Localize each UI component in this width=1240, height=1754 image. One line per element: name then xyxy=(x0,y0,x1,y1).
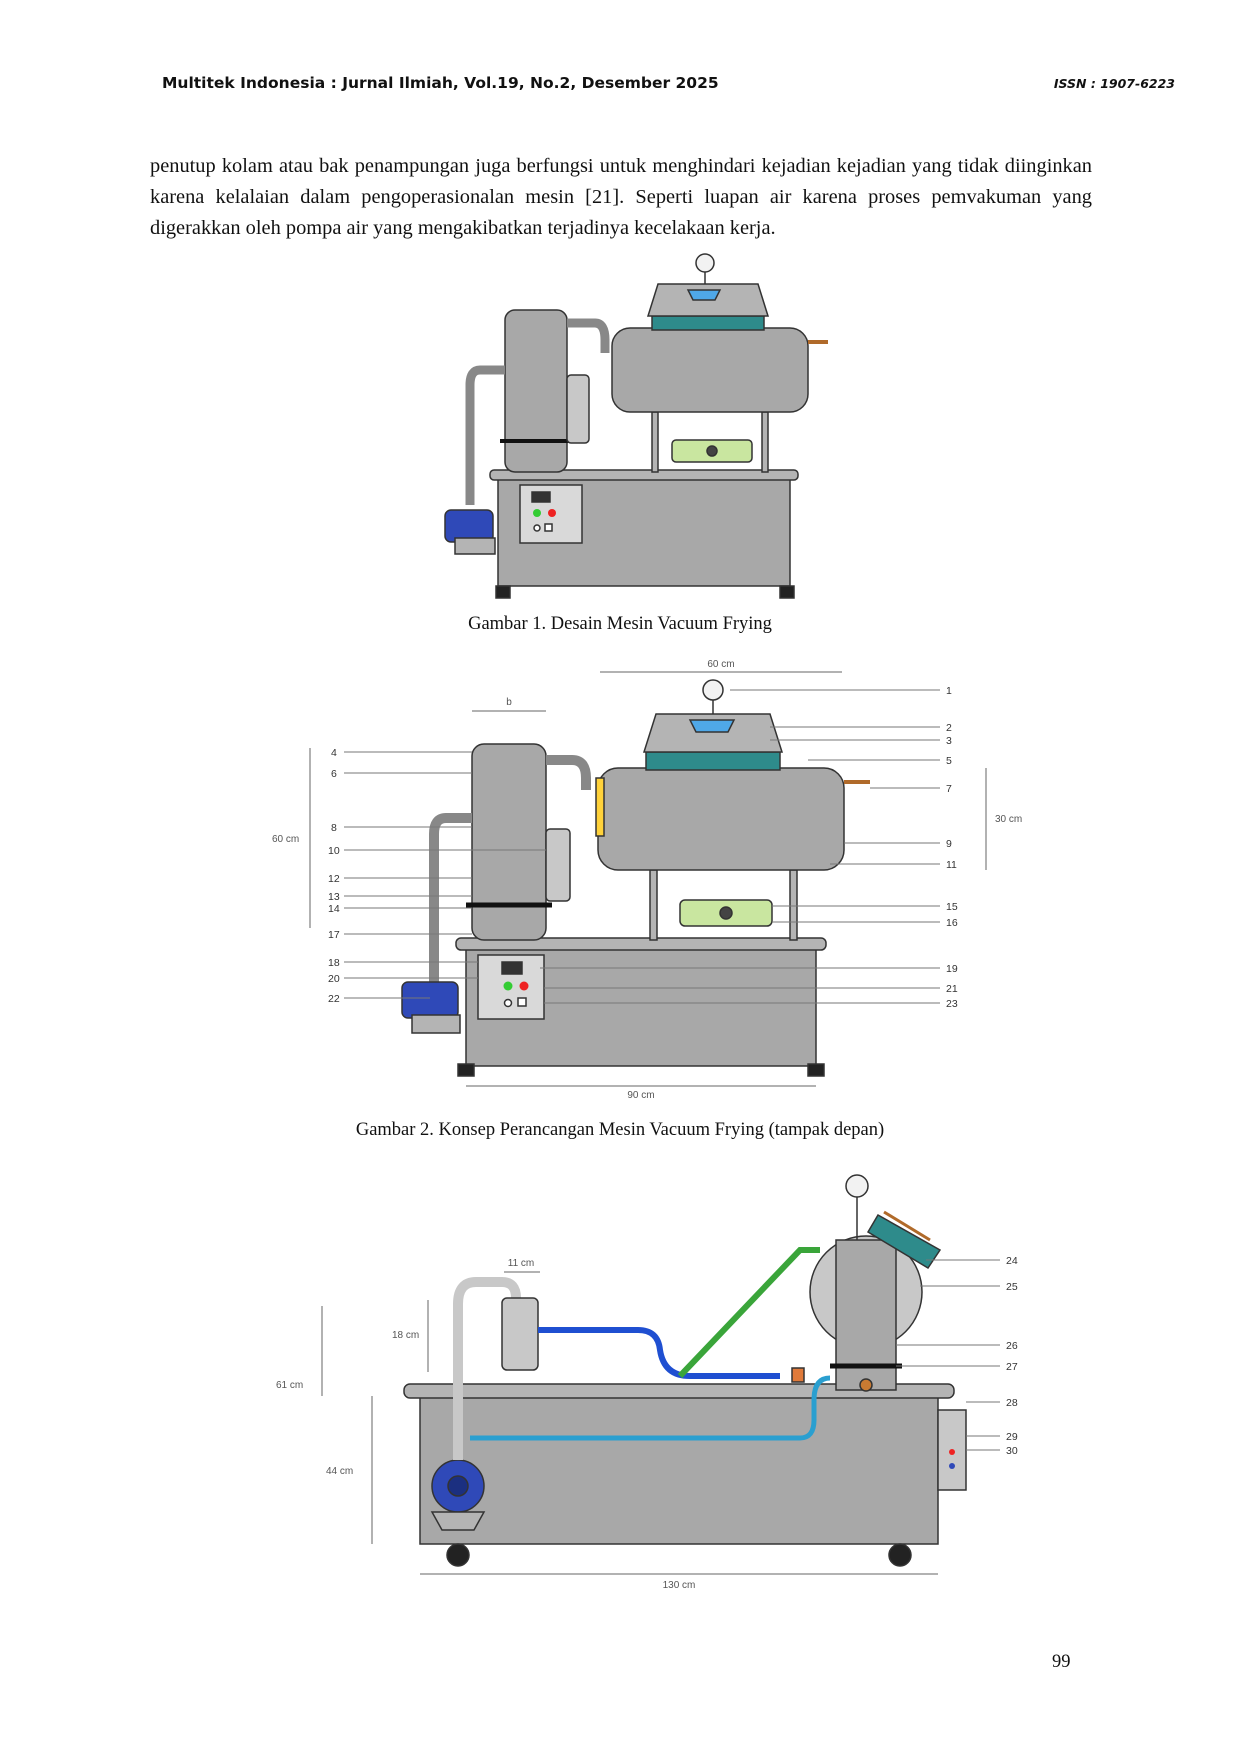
dim-height-column: 60 cm xyxy=(272,834,299,845)
label-17: 17 xyxy=(328,929,340,941)
dim-61cm: 61 cm xyxy=(276,1380,303,1391)
machine-illustration-2 xyxy=(401,679,870,1077)
dim-width-fryer: 60 cm xyxy=(707,659,734,670)
machine-illustration-1 xyxy=(444,253,828,599)
body-paragraph: penutup kolam atau bak penampungan juga … xyxy=(150,155,1092,239)
label-14: 14 xyxy=(328,903,340,915)
label-23: 23 xyxy=(946,998,958,1010)
label-30: 30 xyxy=(1006,1445,1018,1457)
label-11: 11 xyxy=(946,859,957,871)
label-18: 18 xyxy=(328,957,340,969)
dim-44cm: 44 cm xyxy=(326,1466,353,1477)
figure-2-front-view: 60 cm b 60 cm 30 cm 90 cm 1 2 3 4 5 6 7 … xyxy=(272,659,1022,1101)
label-6: 6 xyxy=(331,768,337,780)
dim-130cm: 130 cm xyxy=(663,1580,696,1591)
figure-1-machine-design xyxy=(444,253,828,599)
label-24: 24 xyxy=(1006,1255,1018,1267)
leader-lines-2 xyxy=(344,689,940,1004)
label-28: 28 xyxy=(1006,1397,1018,1409)
label-8: 8 xyxy=(331,822,337,834)
figure-3-side-view: 11 cm 18 cm 61 cm 44 cm 130 cm 24 25 26 … xyxy=(276,1174,1018,1591)
label-10: 10 xyxy=(328,845,340,857)
label-2: 2 xyxy=(946,722,952,734)
dim-11cm: 11 cm xyxy=(508,1258,535,1269)
figure-2-caption: Gambar 2. Konsep Perancangan Mesin Vacuu… xyxy=(355,1120,885,1140)
leader-lines-3 xyxy=(896,1259,1000,1451)
label-15: 15 xyxy=(946,901,958,913)
label-3: 3 xyxy=(946,735,952,747)
issn-header: ISSN : 1907-6223 xyxy=(1053,76,1175,91)
label-4: 4 xyxy=(331,747,337,759)
label-19: 19 xyxy=(946,963,958,975)
label-1: 1 xyxy=(946,685,952,697)
label-5: 5 xyxy=(946,755,952,767)
label-25: 25 xyxy=(1006,1281,1018,1293)
figure-1-caption: Gambar 1. Desain Mesin Vacuum Frying xyxy=(468,614,772,634)
label-20: 20 xyxy=(328,973,340,985)
label-29: 29 xyxy=(1006,1431,1018,1443)
dim-18cm: 18 cm xyxy=(392,1330,419,1341)
dim-height-fryer: 30 cm xyxy=(995,814,1022,825)
label-7: 7 xyxy=(946,783,952,795)
journal-header: Multitek Indonesia : Jurnal Ilmiah, Vol.… xyxy=(162,74,719,92)
label-16: 16 xyxy=(946,917,958,929)
label-27: 27 xyxy=(1006,1361,1018,1373)
dim-width-base: 90 cm xyxy=(627,1090,654,1101)
dimension-lines-3 xyxy=(321,1271,938,1575)
dim-b: b xyxy=(506,697,512,708)
label-12: 12 xyxy=(328,873,340,885)
label-22: 22 xyxy=(328,993,340,1005)
label-9: 9 xyxy=(946,838,952,850)
dimension-lines-2 xyxy=(309,671,987,1087)
label-26: 26 xyxy=(1006,1340,1018,1352)
page-number: 99 xyxy=(1052,1652,1071,1672)
label-13: 13 xyxy=(328,891,340,903)
label-21: 21 xyxy=(946,983,958,995)
machine-illustration-3 xyxy=(403,1174,967,1567)
